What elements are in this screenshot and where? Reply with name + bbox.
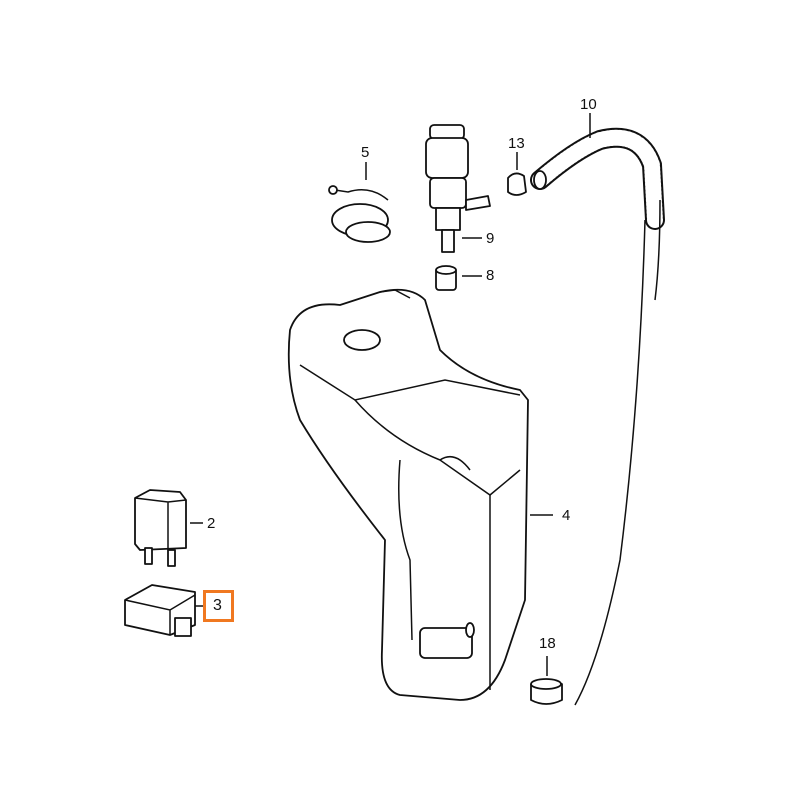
callout-5: 5 [361, 144, 370, 161]
cap-part-5[interactable] [328, 162, 391, 243]
relay-base-part-3[interactable] [124, 584, 203, 637]
callout-4: 4 [562, 507, 571, 524]
callout-9: 9 [486, 230, 495, 247]
callout-10: 10 [580, 96, 597, 113]
reservoir-part-4[interactable] [287, 288, 553, 701]
hose-part-10[interactable] [530, 113, 665, 706]
callout-8: 8 [486, 267, 495, 284]
callout-2: 2 [207, 515, 216, 532]
callout-13: 13 [508, 135, 525, 152]
grommet-part-18[interactable] [530, 656, 563, 705]
relay-part-2[interactable] [134, 489, 203, 567]
grommet-part-8[interactable] [435, 265, 482, 291]
callout-3[interactable]: 3 [213, 597, 222, 614]
callout-18: 18 [539, 635, 556, 652]
highlight-box-3 [203, 590, 234, 622]
pump-part-9[interactable] [425, 124, 491, 253]
clip-part-13[interactable] [507, 152, 527, 196]
